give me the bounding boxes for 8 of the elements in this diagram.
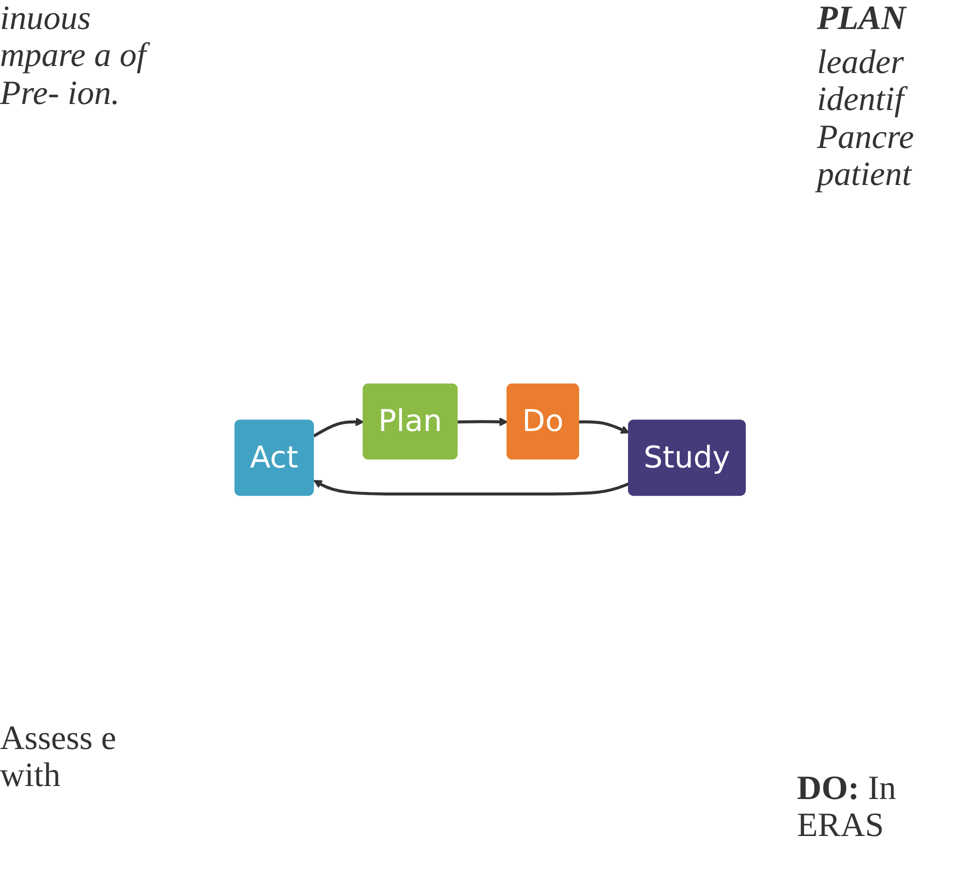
arrow (313, 480, 630, 496)
note-text: DO: In ERAS (797, 770, 898, 845)
arrow (312, 418, 364, 438)
note-text: leader identif Pancre patient (817, 44, 915, 194)
arrow (457, 418, 508, 427)
note-text: PLAN (817, 0, 908, 38)
arrow (578, 420, 630, 434)
note-text: Assess e with (0, 720, 118, 795)
